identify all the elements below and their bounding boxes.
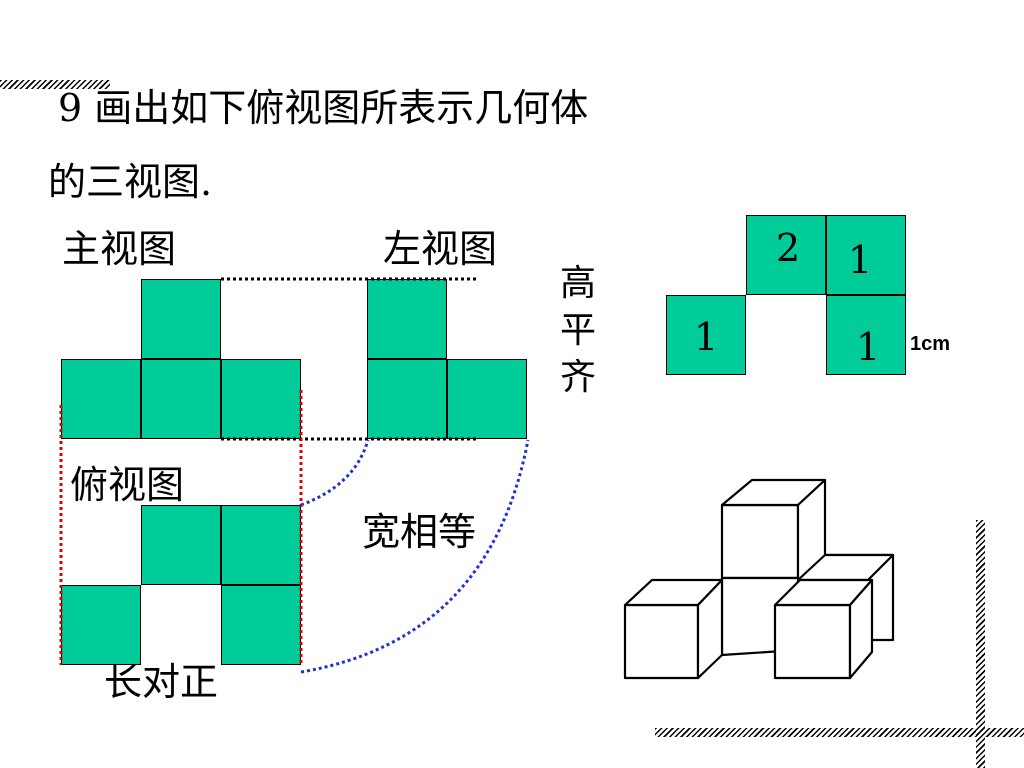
top-view-square [61,585,141,665]
right-hatch-border [976,520,985,768]
count-label: 1 [848,238,873,282]
count-square [666,295,746,375]
top-view-square [221,585,301,665]
problem-line-2: 的三视图. [48,160,213,204]
count-square [826,295,906,375]
left-view-square [367,359,447,439]
width-equal-label: 宽相等 [362,510,477,554]
front-view-square [61,359,141,439]
left-view-square [447,359,527,439]
length-aligned-label: 长对正 [104,660,219,704]
count-label: 1 [694,315,719,359]
problem-line-1: 9 画出如下俯视图所表示几何体 [58,86,589,130]
front-view-square [141,359,221,439]
count-square [746,215,826,295]
left-view-label: 左视图 [383,227,498,271]
top-view-square [221,505,301,585]
height-level-char-2: 平 [559,310,596,351]
count-label: 1 [856,325,881,369]
front-view-square [141,279,221,359]
count-label: 2 [776,226,801,270]
left-view-square [367,279,447,359]
width-guide-outer [300,439,530,674]
front-view-label: 主视图 [62,227,177,271]
top-left-hatch-border [0,80,110,89]
count-square [826,215,906,295]
top-view-label: 俯视图 [70,463,185,507]
bottom-right-hatch-border [655,728,1024,737]
unit-label: 1cm [910,333,951,355]
top-view-square [141,505,221,585]
height-level-char-3: 齐 [559,357,596,398]
height-level-char-1: 高 [559,263,596,304]
